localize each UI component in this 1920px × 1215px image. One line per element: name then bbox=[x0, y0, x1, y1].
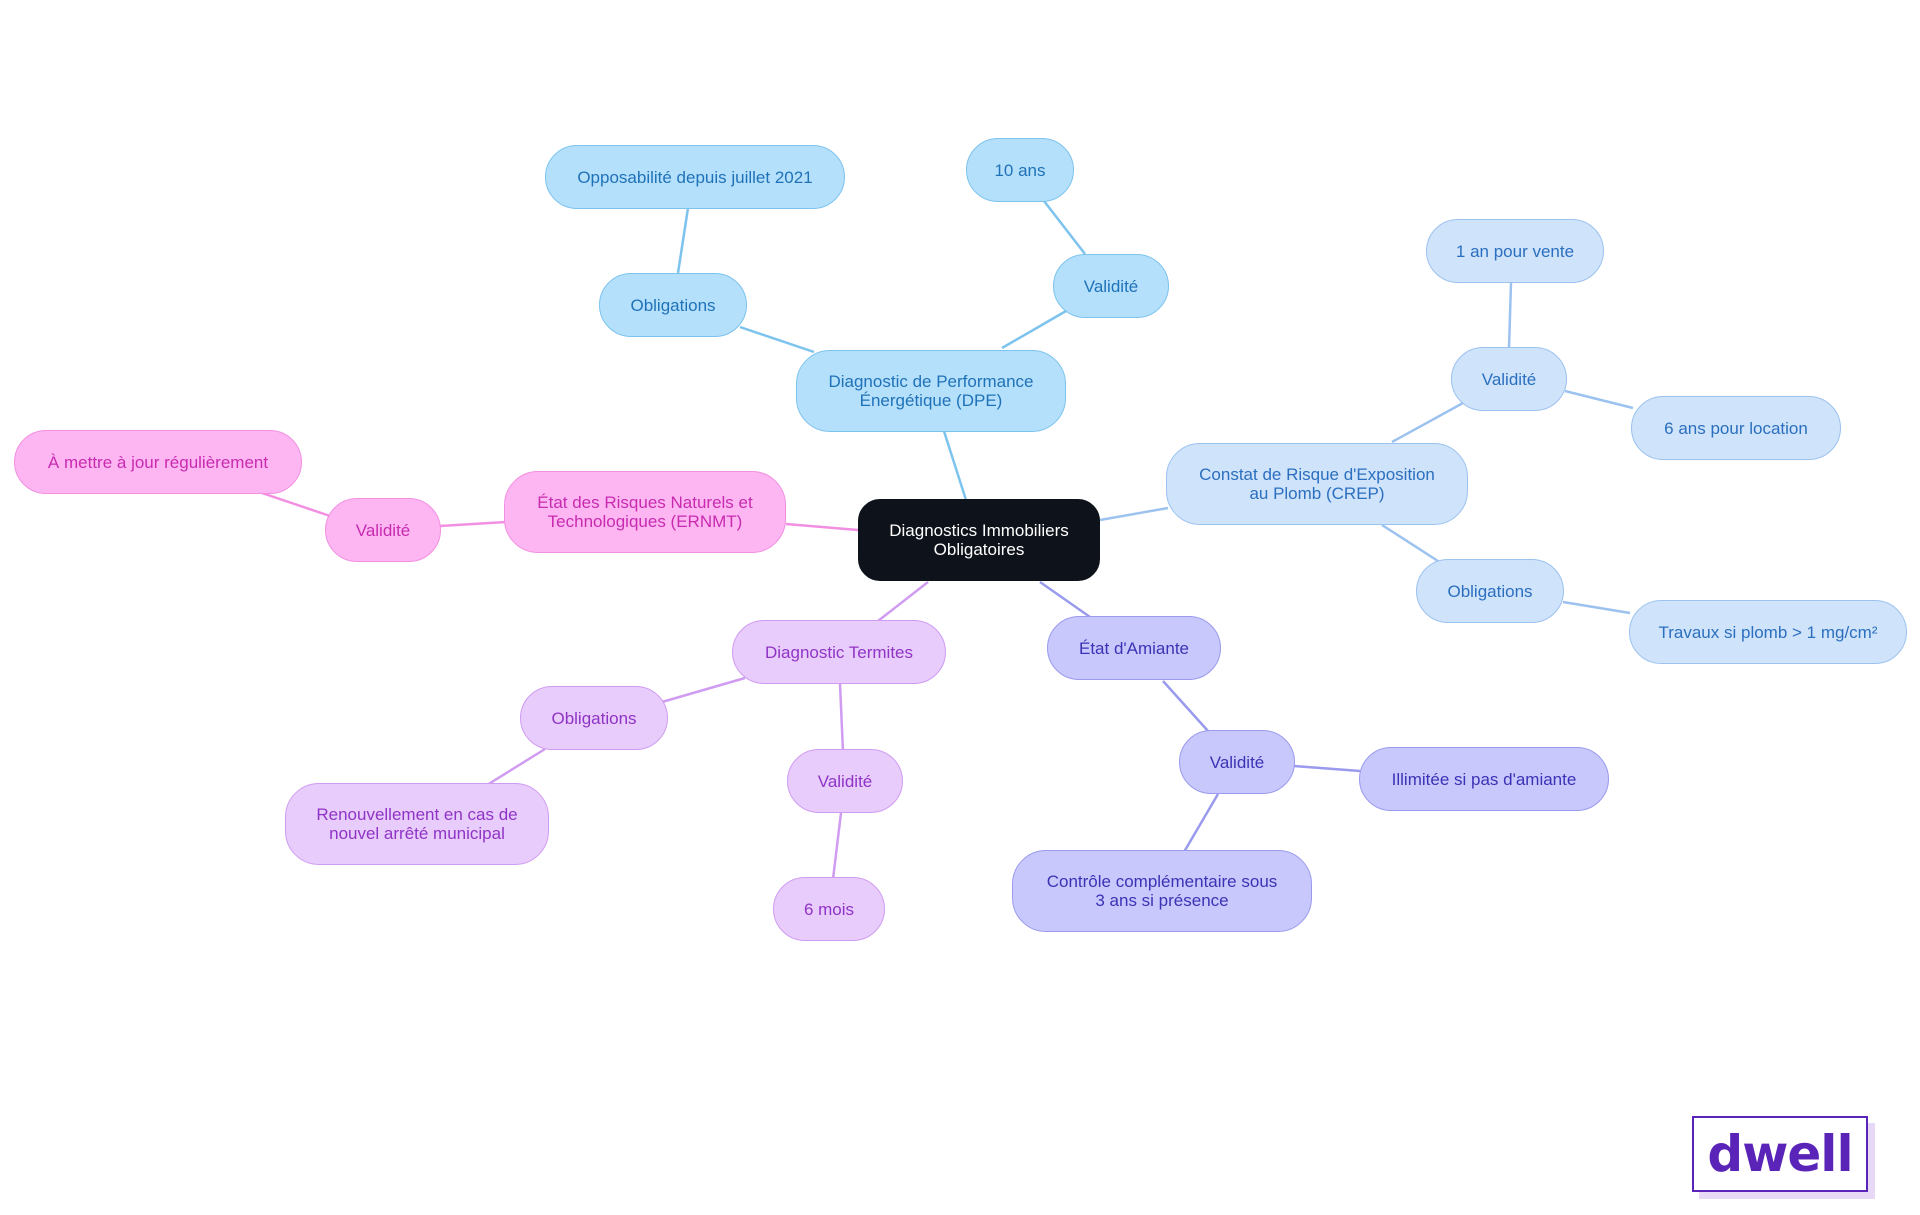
edge-root-dpe bbox=[941, 427, 968, 501]
amiante-validite-illimitee-node[interactable]: Illimitée si pas d'amiante bbox=[1359, 747, 1609, 811]
root-node[interactable]: Diagnostics Immobiliers Obligatoires bbox=[858, 499, 1100, 581]
edge-dpe-validite-detail bbox=[1043, 200, 1086, 255]
dpe-obligations-detail-node[interactable]: Opposabilité depuis juillet 2021 bbox=[545, 145, 845, 209]
edge-termites-obligations bbox=[661, 676, 746, 704]
edge-root-crep bbox=[1099, 506, 1169, 522]
edge-crep-validite-location bbox=[1564, 389, 1634, 410]
edge-amiante-validite-illimitee bbox=[1293, 764, 1361, 773]
dpe-obligations-node[interactable]: Obligations bbox=[599, 273, 747, 337]
termites-validite-detail-node[interactable]: 6 mois bbox=[773, 877, 885, 941]
edge-dpe-obligations-detail bbox=[676, 207, 690, 274]
edge-dpe-validite bbox=[1001, 309, 1067, 350]
termites-node[interactable]: Diagnostic Termites bbox=[732, 620, 946, 684]
edge-crep-validite bbox=[1391, 401, 1464, 444]
edge-crep-obligations bbox=[1381, 523, 1442, 565]
amiante-validite-node[interactable]: Validité bbox=[1179, 730, 1295, 794]
edge-amiante-validite-controle bbox=[1182, 793, 1220, 853]
edge-termites-validite-detail bbox=[831, 812, 843, 880]
edge-amiante-validite bbox=[1162, 680, 1209, 732]
edge-dpe-obligations bbox=[739, 325, 815, 354]
dpe-validite-detail-node[interactable]: 10 ans bbox=[966, 138, 1074, 202]
edge-root-termites bbox=[877, 581, 929, 622]
crep-validite-vente-node[interactable]: 1 an pour vente bbox=[1426, 219, 1604, 283]
dwell-logo-text: dwell bbox=[1707, 1125, 1853, 1183]
termites-obligations-node[interactable]: Obligations bbox=[520, 686, 668, 750]
ernmt-validite-detail-node[interactable]: À mettre à jour régulièrement bbox=[14, 430, 302, 494]
edge-root-amiante bbox=[1039, 580, 1091, 619]
amiante-node[interactable]: État d'Amiante bbox=[1047, 616, 1221, 680]
amiante-validite-controle-node[interactable]: Contrôle complémentaire sous 3 ans si pr… bbox=[1012, 850, 1312, 932]
edge-termites-obligations-detail bbox=[486, 747, 546, 787]
dpe-validite-node[interactable]: Validité bbox=[1053, 254, 1169, 318]
crep-obligations-node[interactable]: Obligations bbox=[1416, 559, 1564, 623]
edge-ernmt-validite bbox=[439, 520, 507, 528]
edge-crep-validite-vente bbox=[1507, 282, 1513, 349]
dpe-node[interactable]: Diagnostic de Performance Énergétique (D… bbox=[796, 350, 1066, 432]
edge-termites-validite bbox=[838, 683, 845, 753]
crep-obligations-detail-node[interactable]: Travaux si plomb > 1 mg/cm² bbox=[1629, 600, 1907, 664]
termites-obligations-detail-node[interactable]: Renouvellement en cas de nouvel arrêté m… bbox=[285, 783, 549, 865]
dwell-logo: dwell bbox=[1692, 1116, 1868, 1192]
crep-validite-location-node[interactable]: 6 ans pour location bbox=[1631, 396, 1841, 460]
edge-root-ernmt bbox=[785, 522, 859, 532]
ernmt-node[interactable]: État des Risques Naturels et Technologiq… bbox=[504, 471, 786, 553]
ernmt-validite-node[interactable]: Validité bbox=[325, 498, 441, 562]
edge-ernmt-validite-detail bbox=[261, 491, 331, 518]
termites-validite-node[interactable]: Validité bbox=[787, 749, 903, 813]
crep-validite-node[interactable]: Validité bbox=[1451, 347, 1567, 411]
crep-node[interactable]: Constat de Risque d'Exposition au Plomb … bbox=[1166, 443, 1468, 525]
edge-crep-obligations-detail bbox=[1562, 600, 1631, 615]
